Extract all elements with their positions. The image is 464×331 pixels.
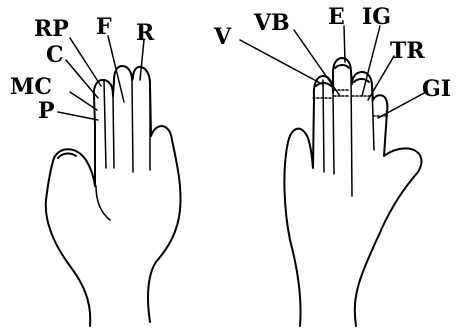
leader-line-f [108, 36, 124, 102]
leader-line-v [240, 40, 322, 84]
left-hand-crease [132, 80, 133, 172]
label-rp: RP [34, 16, 69, 42]
right-hand-crease [333, 92, 334, 174]
right-hand-crease [323, 80, 324, 172]
left-hand [46, 36, 181, 326]
label-v: V [213, 24, 232, 50]
right-hand-crease [372, 86, 374, 150]
leader-line-p [58, 112, 98, 120]
right-hand [240, 26, 426, 326]
leader-line-rp [70, 38, 101, 86]
right-nail [335, 65, 349, 68]
label-gi: GI [422, 76, 451, 102]
label-c: C [46, 42, 64, 68]
leader-line-r [140, 40, 144, 80]
leader-line-e [344, 26, 345, 62]
leader-line-gi [378, 92, 426, 118]
label-p: P [38, 98, 55, 124]
label-f: F [96, 14, 112, 40]
left-palm-crease [96, 186, 110, 220]
label-mc: MC [10, 74, 52, 100]
label-tr: TR [390, 38, 425, 64]
left-hand-crease [113, 96, 114, 168]
right-hand-outline [284, 58, 421, 326]
label-vb: VB [253, 10, 290, 36]
label-r: R [136, 20, 155, 46]
label-e: E [328, 4, 345, 30]
left-hand-crease [104, 80, 106, 168]
left-thumb-nail [58, 154, 76, 158]
left-hand-labels: RP F R C MC P [10, 14, 155, 124]
right-hand-crease [351, 72, 352, 196]
label-ig: IG [362, 4, 391, 30]
